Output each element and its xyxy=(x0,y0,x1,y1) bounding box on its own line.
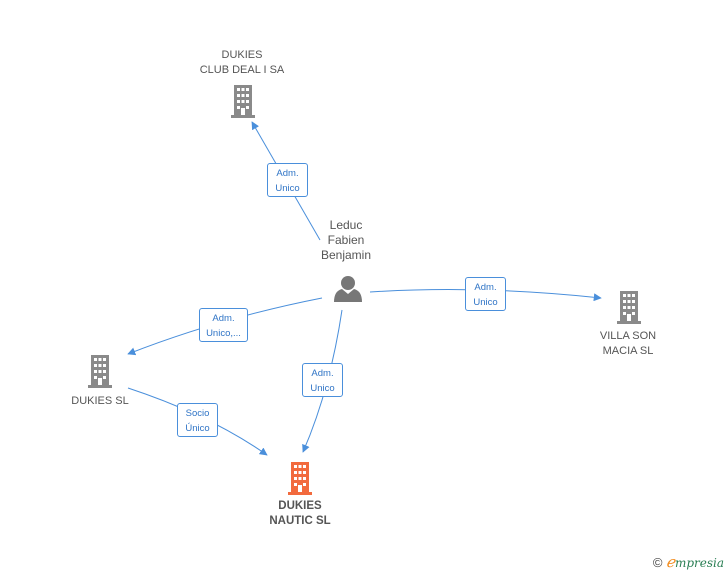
edge-label-to-nautic: Adm. Unico xyxy=(302,363,343,397)
building-icon-villa-son xyxy=(617,291,641,324)
node-label-villa-son: VILLA SON MACIA SL xyxy=(599,330,657,357)
edge-label-to-club-deal: Adm. Unico xyxy=(267,163,308,197)
building-icon-dukies-sl xyxy=(88,355,112,388)
copyright-icon: © xyxy=(652,555,663,570)
edge-label-to-dukies-sl: Adm. Unico,... xyxy=(199,308,248,342)
building-icon-club-deal xyxy=(231,85,255,118)
node-label-club-deal: DUKIES CLUB DEAL I SA xyxy=(199,49,285,76)
brand-logo: ℯmpresia xyxy=(666,553,724,571)
person-icon xyxy=(334,276,362,302)
edge-label-sl-to-nautic: Socio Único xyxy=(177,403,218,437)
footer-brand: © ℯmpresia xyxy=(653,553,724,571)
edge-label-to-villa-son: Adm. Unico xyxy=(465,277,506,311)
building-icon-nautic xyxy=(288,462,312,495)
person-label: Leduc Fabien Benjamin xyxy=(320,218,372,262)
node-label-nautic: DUKIES NAUTIC SL xyxy=(269,500,331,527)
node-label-dukies-sl: DUKIES SL xyxy=(71,395,129,407)
